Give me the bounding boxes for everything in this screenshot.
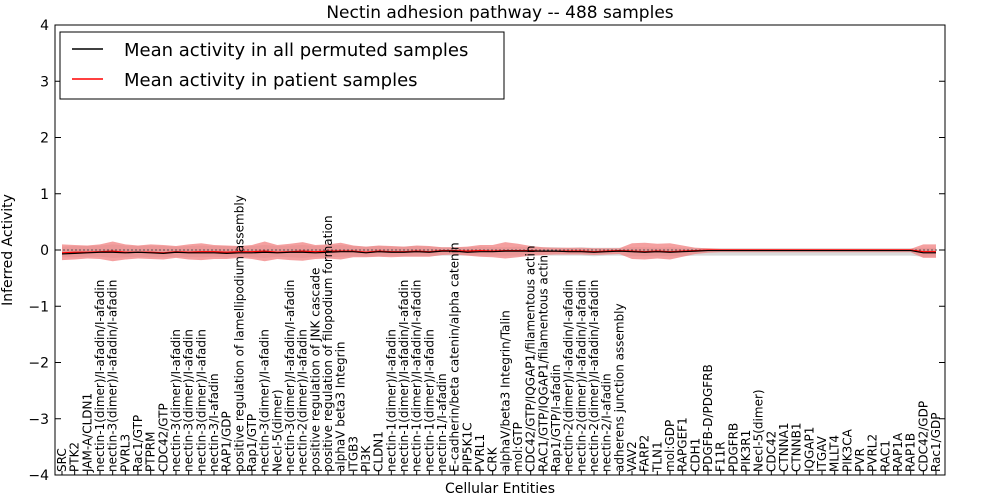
- y-tick-label: −4: [28, 468, 49, 484]
- legend-label-patient: Mean activity in patient samples: [124, 70, 418, 91]
- x-tick-label: FARP2: [638, 435, 652, 472]
- x-tick-label: Rap1/GTP: [245, 414, 259, 472]
- x-tick-label: PIK3R1: [739, 430, 753, 472]
- x-tick-label: nectin-1(dimer)/I-afadin/I-afadin: [410, 280, 424, 472]
- x-tick-label: RAP1A: [891, 432, 905, 472]
- legend-label-permuted: Mean activity in all permuted samples: [124, 40, 468, 61]
- x-tick-label: CDC42/GTP/IQGAP1/filamentous actin: [524, 246, 538, 472]
- x-tick-label: SRC: [55, 448, 69, 472]
- x-tick-label: nectin-3(dimer)/I-afadin/I-afadin: [283, 280, 297, 472]
- x-tick-label: nectin-3(dimer)/I-afadin/I-afadin: [106, 280, 120, 472]
- x-tick-label: alphaV/beta3 Integrin/Talin: [498, 310, 512, 472]
- y-axis-label: Inferred Activity: [0, 194, 16, 306]
- x-tick-label: PVR: [853, 448, 867, 472]
- x-tick-label: RAC1: [878, 440, 892, 472]
- x-tick-label: CLDN1: [372, 431, 386, 472]
- x-tick-label: Necl-5(dimer): [752, 389, 766, 472]
- x-tick-label: PIK3CA: [840, 428, 854, 472]
- permuted-mean-line: [61, 249, 936, 255]
- x-tick-label: alphaV beta3 Integrin: [334, 341, 348, 472]
- x-tick-label: adherens junction assembly: [612, 303, 626, 472]
- x-tick-label: CDH1: [688, 438, 702, 472]
- x-tick-label: PDGFB-D/PDGFRB: [701, 364, 715, 472]
- x-tick-label: nectin-2(dimer)/I-afadin/I-afadin: [562, 280, 576, 472]
- x-tick-label: positive regulation of JNK cascade: [308, 268, 322, 472]
- x-tick-label: nectin-1(dimer)/I-afadin/I-afadin: [93, 280, 107, 472]
- x-tick-label: RAP1B: [904, 433, 918, 472]
- x-tick-label: PI3K: [359, 445, 373, 472]
- x-tick-label: mol:GTP: [511, 422, 525, 472]
- x-tick-label: PVRL2: [866, 434, 880, 472]
- x-tick-label: MLLT4: [828, 435, 842, 472]
- y-tick-label: 2: [40, 131, 49, 147]
- y-tick-label: 1: [40, 187, 49, 203]
- x-tick-label: RAPGEF1: [676, 417, 690, 472]
- x-tick-label: PVRL3: [118, 434, 132, 472]
- y-tick-label: −1: [28, 299, 49, 315]
- x-tick-label: RAP1/GDP: [220, 411, 234, 472]
- x-tick-label: Rap1/GTP/I-afadin: [549, 364, 563, 472]
- x-tick-label: nectin-2(dimer)/I-afadin/I-afadin: [574, 280, 588, 472]
- x-tick-label: PDGFRB: [726, 423, 740, 472]
- x-tick-label: nectin-2/I-afadin: [600, 373, 614, 472]
- x-tick-label: CDC42: [764, 431, 778, 472]
- x-tick-label: Rac1/GTP: [131, 415, 145, 472]
- x-tick-label: positive regulation of lamellipodium ass…: [232, 195, 246, 472]
- x-tick-label: IQGAP1: [802, 427, 816, 472]
- x-tick-label: RAC1/GTP/IQGAP1/filamentous actin: [536, 255, 550, 472]
- x-tick-label: nectin-2(dimer)/I-afadin: [296, 329, 310, 472]
- x-tick-label: nectin-3(dimer)/I-afadin: [182, 329, 196, 472]
- x-tick-label: nectin-3(dimer)/I-afadin: [258, 329, 272, 472]
- x-tick-label: TLN1: [650, 441, 664, 473]
- y-axis: −4 −3 −2 −1 0 1 2 3 4: [28, 18, 945, 484]
- x-axis-label: Cellular Entities: [445, 481, 555, 497]
- x-tick-label: VAV2: [625, 441, 639, 472]
- x-tick-label: Rac1/GDP: [929, 413, 943, 472]
- chart-title: Nectin adhesion pathway -- 488 samples: [326, 3, 673, 23]
- x-tick-label: positive regulation of filopodium format…: [321, 215, 335, 472]
- x-tick-label: JAM-A/CLDN1: [80, 393, 94, 473]
- x-tick-label: nectin-1/I-afadin: [435, 373, 449, 472]
- series-lines-layer: [61, 249, 936, 255]
- y-tick-label: 4: [40, 18, 49, 34]
- x-tick-label: nectin-3/I-afadin: [207, 373, 221, 472]
- x-tick-label: Necl-5(dimer): [270, 389, 284, 472]
- legend: Mean activity in all permuted samples Me…: [59, 31, 505, 100]
- x-tick-label: CDC42/GTP: [156, 403, 170, 472]
- x-tick-label: PTK2: [68, 442, 82, 472]
- y-tick-label: 0: [40, 243, 49, 259]
- x-tick-label: CDC42/GDP: [916, 401, 930, 472]
- x-tick-label: F11R: [714, 441, 728, 472]
- y-tick-label: 3: [40, 74, 49, 90]
- x-tick-label: PTPRM: [144, 432, 158, 473]
- x-tick-label: nectin-2(dimer)/I-afadin/I-afadin: [587, 280, 601, 472]
- x-tick-label: nectin-1(dimer)/I-afadin/I-afadin: [397, 280, 411, 472]
- x-tick-label: CTNNB1: [790, 422, 804, 472]
- x-tick-label: PVRL1: [473, 434, 487, 472]
- x-tick-label: E-cadherin/beta catenin/alpha catenin: [448, 242, 462, 472]
- x-tick-label: ITGAV: [815, 435, 829, 472]
- plot-frame: [54, 24, 946, 476]
- x-tick-label: ITGB3: [346, 436, 360, 472]
- legend-frame: [59, 31, 505, 100]
- x-tick-label: CRK: [486, 446, 500, 472]
- x-tick-label: nectin-1(dimer)/I-afadin: [422, 329, 436, 472]
- x-tick-label: nectin-3(dimer)/I-afadin: [169, 329, 183, 472]
- x-tick-label: CTNNA1: [777, 422, 791, 472]
- y-tick-label: −2: [28, 356, 49, 372]
- x-tick-label: mol:GDP: [663, 420, 677, 472]
- x-tick-labels: SRCPTK2JAM-A/CLDN1nectin-1(dimer)/I-afad…: [55, 195, 943, 475]
- x-tick-label: PIP5K1C: [460, 422, 474, 472]
- x-tick-label: nectin-1(dimer)/I-afadin: [384, 329, 398, 472]
- y-tick-label: −3: [28, 412, 49, 428]
- x-tick-label: nectin-3(dimer)/I-afadin: [194, 329, 208, 472]
